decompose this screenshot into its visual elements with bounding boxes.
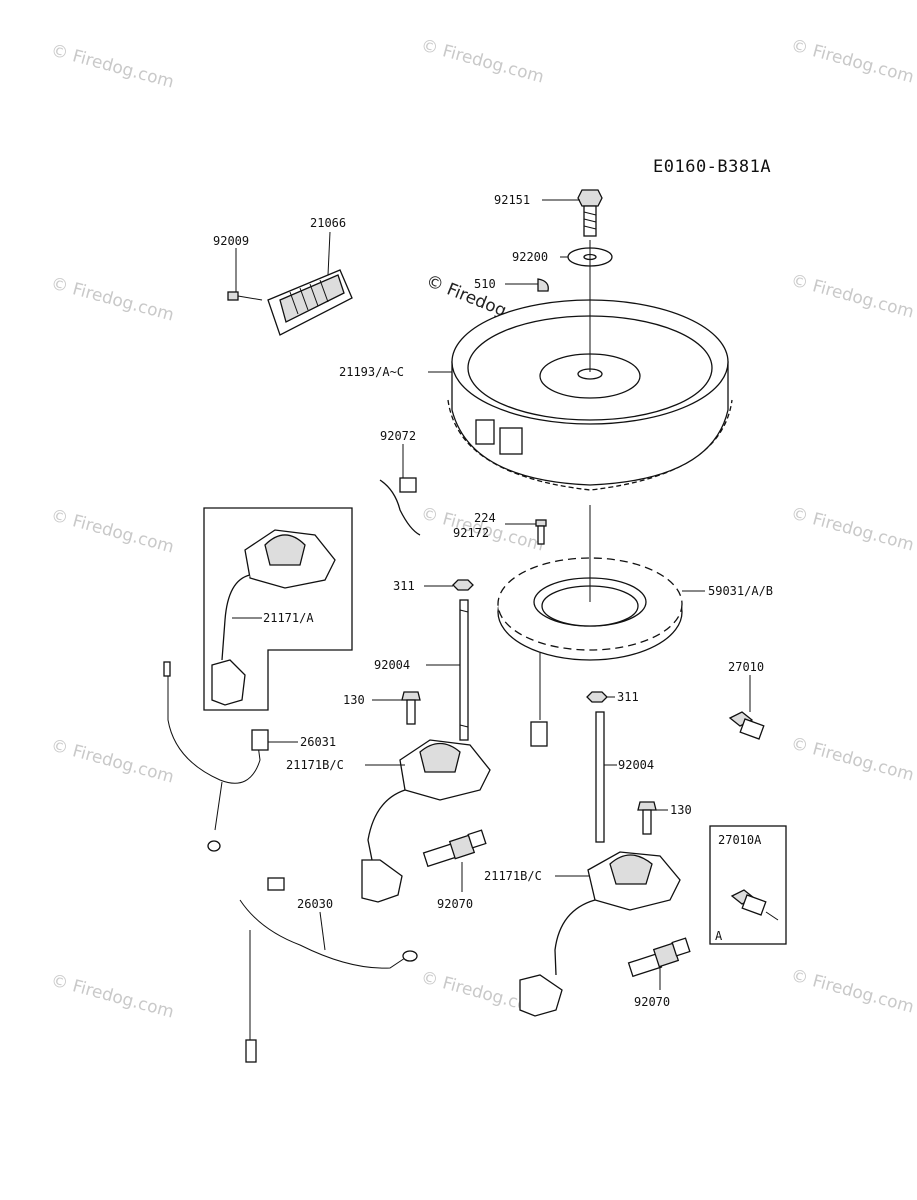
- label-21171A: 21171/A: [263, 611, 314, 625]
- inset-27010A: A: [709, 825, 787, 945]
- wire-26031: [163, 661, 269, 852]
- label-21171BC-right: 21171B/C: [484, 869, 542, 883]
- label-92009: 92009: [213, 234, 249, 248]
- label-510: 510: [474, 277, 496, 291]
- watermark: © Firedog.com: [789, 504, 916, 556]
- label-92070-right: 92070: [634, 995, 670, 1009]
- stud-92004-left: [459, 599, 469, 741]
- label-92172: 92172: [453, 526, 489, 540]
- label-21193: 21193/A~C: [339, 365, 404, 379]
- bolt-92151: [577, 189, 603, 237]
- watermark: © Firedog.com: [49, 736, 176, 788]
- watermark: © Firedog.com: [49, 971, 176, 1023]
- nut-311-right: [586, 691, 608, 703]
- inset-letter: A: [715, 929, 723, 943]
- regulator-21066: [267, 269, 353, 336]
- flywheel-assembly: [447, 189, 733, 491]
- label-92004-right: 92004: [618, 758, 654, 772]
- stator-59031: [497, 505, 683, 747]
- ignition-coil-right: [519, 851, 681, 1017]
- inset-21171A: [203, 507, 353, 711]
- ignition-coil-left: [361, 739, 491, 903]
- part-labels: 92151 92200 510 92009 21066 21193/A~C 92…: [213, 193, 773, 1009]
- screw-130-right: [637, 801, 657, 835]
- watermark: © Firedog.com: [789, 271, 916, 323]
- diagram-code: E0160-B381A: [653, 157, 771, 177]
- label-27010: 27010: [728, 660, 764, 674]
- watermark: © Firedog.com: [49, 274, 176, 326]
- label-21066: 21066: [310, 216, 346, 230]
- label-92004-left: 92004: [374, 658, 410, 672]
- screw-92009: [227, 291, 263, 301]
- screw-130-left: [401, 691, 421, 725]
- label-26031: 26031: [300, 735, 336, 749]
- watermark: © Firedog.com: [789, 966, 916, 1018]
- label-59031: 59031/A/B: [708, 584, 773, 598]
- label-21171BC-left: 21171B/C: [286, 758, 344, 772]
- label-130-right: 130: [670, 803, 692, 817]
- watermark: © Firedog.com: [49, 41, 176, 93]
- screw-92172: [535, 519, 547, 545]
- watermark: © Firedog.com: [789, 36, 916, 88]
- label-311-left: 311: [393, 579, 415, 593]
- watermark: © Firedog.com: [49, 506, 176, 558]
- label-26030: 26030: [297, 897, 333, 911]
- watermark: © Firedog.com: [789, 734, 916, 786]
- watermark: © Firedog.com: [419, 36, 546, 88]
- label-92151: 92151: [494, 193, 530, 207]
- switch-27010: [728, 711, 765, 740]
- label-92070-left: 92070: [437, 897, 473, 911]
- label-27010A: 27010A: [718, 833, 762, 847]
- key-510: [537, 278, 549, 292]
- label-224: 224: [474, 511, 496, 525]
- spark-plug-left: [422, 829, 487, 868]
- label-92072: 92072: [380, 429, 416, 443]
- leader-lines: [232, 199, 751, 990]
- stud-92004-right: [595, 711, 605, 843]
- nut-311-left: [452, 579, 474, 591]
- label-311-right: 311: [617, 690, 639, 704]
- label-130-left: 130: [343, 693, 365, 707]
- spark-plug-right: [627, 937, 691, 978]
- clamp-92072: [379, 477, 421, 536]
- label-92200: 92200: [512, 250, 548, 264]
- wire-26030: [239, 877, 418, 1063]
- flywheel-21193: [447, 240, 733, 491]
